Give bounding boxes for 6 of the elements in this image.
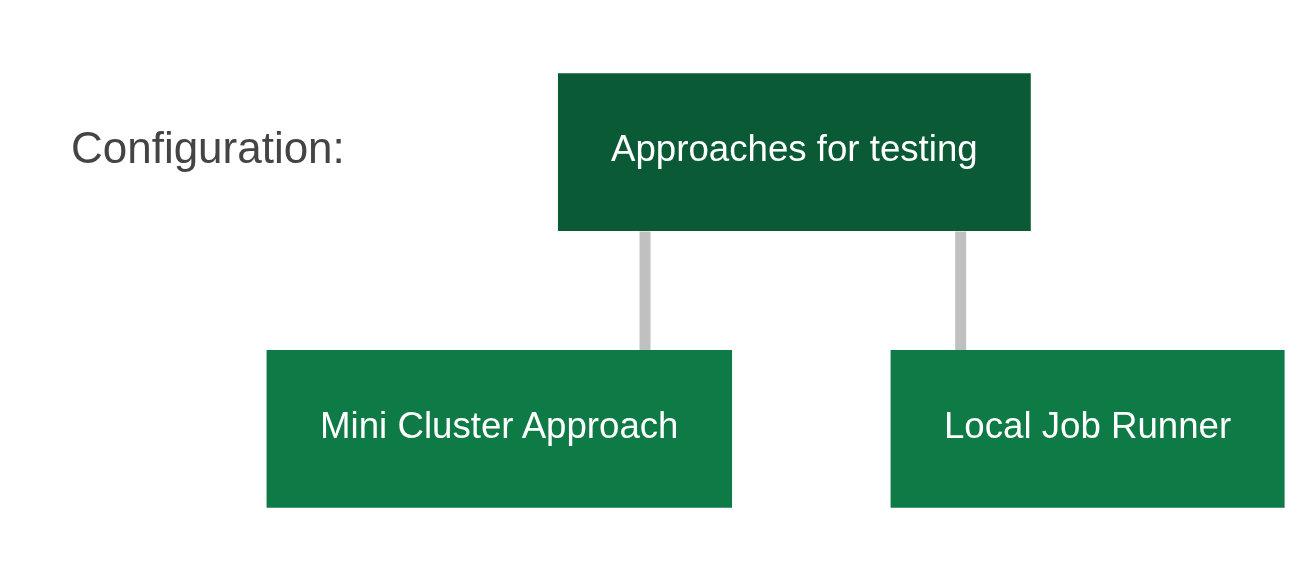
node-box: Mini Cluster Approach [266,350,733,508]
connector [955,231,967,350]
node-box: Local Job Runner [890,350,1285,508]
node-box: Approaches for testing [557,73,1031,231]
connector [639,231,651,350]
label: Configuration: [71,123,345,173]
